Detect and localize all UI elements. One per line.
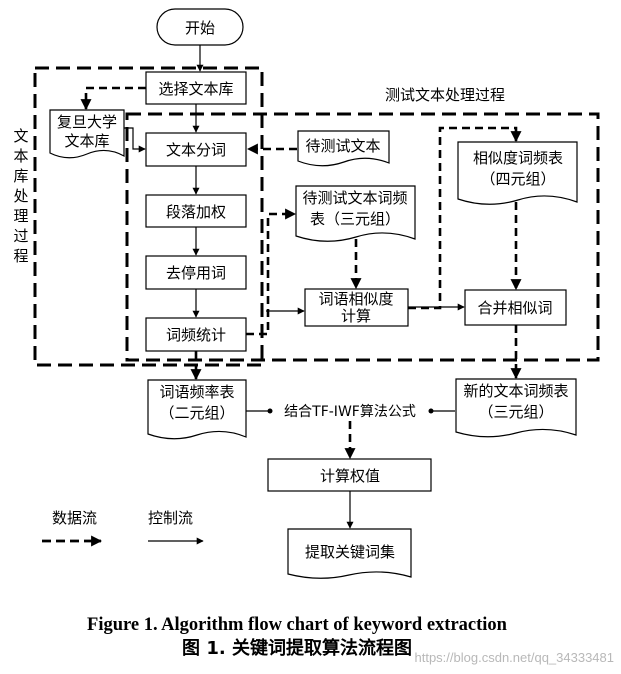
- test-freq-label-line2: 表（三元组）: [310, 210, 400, 228]
- select-corpus-node: [145, 71, 247, 105]
- freq-table-label-line2: （二元组）: [159, 404, 234, 422]
- merge-similar-node: [464, 289, 567, 326]
- test-text-label: 待测试文本: [305, 137, 380, 155]
- svg-text:程: 程: [13, 247, 28, 265]
- watermark: https://blog.csdn.net/qq_34333481: [415, 650, 615, 665]
- extract-keywords-label: 提取关键词集: [305, 543, 395, 561]
- paragraph-weight-node: [145, 194, 247, 228]
- test-freq-document: [295, 185, 416, 242]
- legend-data-flow-label: 数据流: [52, 509, 97, 527]
- svg-text:处: 处: [13, 187, 28, 205]
- caption-english: Figure 1. Algorithm flow chart of keywor…: [87, 615, 508, 635]
- similarity-calc-label-line1: 词语相似度: [318, 290, 393, 308]
- svg-text:理: 理: [13, 207, 28, 225]
- control-flow-arrows: [124, 45, 465, 529]
- tfiwf-label-bg: [268, 403, 431, 421]
- calc-weight-label: 计算权值: [320, 467, 380, 485]
- freq-table-label-line1: 词语频率表: [159, 383, 234, 401]
- corpus-process-frame: [33, 66, 264, 367]
- segmentation-label: 文本分词: [166, 141, 226, 159]
- extract-keywords-document: [287, 528, 412, 579]
- sim-table-label-line1: 相似度词频表: [473, 149, 563, 167]
- stopwords-label: 去停用词: [166, 264, 226, 282]
- similarity-calc-label-line2: 计算: [341, 307, 371, 325]
- merge-similar-label: 合并相似词: [477, 299, 552, 317]
- new-table-label-line1: 新的文本词频表: [463, 382, 568, 400]
- fudan-corpus-document: [49, 109, 125, 159]
- data-flow-arrows: [80, 86, 522, 460]
- start-label: 开始: [185, 19, 215, 37]
- test-process-frame: [125, 112, 600, 362]
- calc-weight-node: [267, 458, 432, 492]
- test-freq-label-line1: 待测试文本词频: [302, 189, 407, 207]
- svg-text:本: 本: [13, 147, 28, 165]
- sim-table-label-line2: （四元组）: [480, 170, 555, 188]
- stopwords-node: [145, 255, 247, 290]
- test-text-document: [297, 130, 390, 167]
- legend-control-flow-label: 控制流: [148, 509, 193, 527]
- tfiwf-label: 结合TF-IWF算法公式: [284, 404, 416, 420]
- word-freq-node: [145, 317, 247, 352]
- freq-table-document: [147, 379, 247, 440]
- select-corpus-label: 选择文本库: [158, 80, 233, 98]
- svg-text:过: 过: [13, 227, 28, 245]
- corpus-process-label: 文 本 库 处 理 过 程: [13, 127, 28, 265]
- sim-table-document: [457, 141, 578, 205]
- svg-text:库: 库: [13, 167, 28, 185]
- fudan-label-line2: 文本库: [64, 132, 109, 150]
- caption-chinese: 图 1. 关键词提取算法流程图: [182, 637, 412, 659]
- svg-text:文: 文: [13, 127, 28, 145]
- legend: 数据流 控制流: [42, 509, 204, 547]
- tfiwf-right-junction: [428, 408, 434, 414]
- fudan-label-line1: 复旦大学: [57, 113, 117, 131]
- new-table-label-line2: （三元组）: [478, 403, 553, 421]
- word-freq-label: 词频统计: [166, 326, 226, 344]
- new-table-document: [455, 378, 577, 438]
- similarity-calc-node: [304, 288, 409, 327]
- test-process-label: 测试文本处理过程: [385, 86, 505, 104]
- tfiwf-left-junction: [267, 408, 273, 414]
- paragraph-weight-label: 段落加权: [166, 203, 226, 221]
